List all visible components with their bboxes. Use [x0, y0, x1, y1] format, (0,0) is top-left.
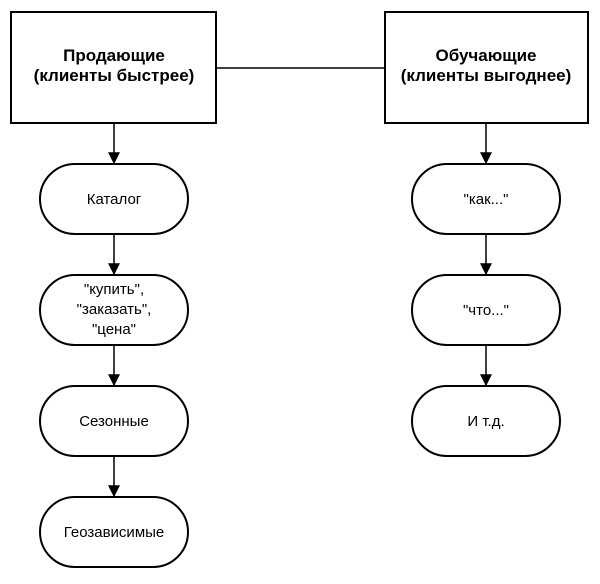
right-item-how-label: "как..." — [464, 191, 509, 208]
left-item-buy-order-price: "купить", "заказать", "цена" — [39, 274, 189, 346]
left-item-catalog: Каталог — [39, 163, 189, 235]
right-header-box: Обучающие (клиенты выгоднее) — [384, 11, 589, 124]
right-item-etc: И т.д. — [411, 385, 561, 457]
right-header-line-1: Обучающие — [435, 46, 536, 65]
right-item-etc-label: И т.д. — [467, 413, 504, 430]
left-column: Продающие (клиенты быстрее) Каталог "куп… — [10, 11, 217, 568]
left-header-line-2: (клиенты быстрее) — [34, 66, 195, 85]
right-item-what-label: "что..." — [463, 302, 509, 319]
right-column: Обучающие (клиенты выгоднее) "как..." "ч… — [384, 11, 589, 457]
right-item-what: "что..." — [411, 274, 561, 346]
left-item-geodependent-label: Геозависимые — [64, 524, 165, 541]
left-item-seasonal: Сезонные — [39, 385, 189, 457]
left-item-buy-label: "купить", — [84, 281, 144, 298]
left-header-box: Продающие (клиенты быстрее) — [10, 11, 217, 124]
left-item-seasonal-label: Сезонные — [79, 413, 149, 430]
left-item-price-label: "цена" — [92, 321, 136, 338]
left-header-line-1: Продающие — [63, 46, 165, 65]
right-header-line-2: (клиенты выгоднее) — [401, 66, 572, 85]
left-item-order-label: "заказать", — [77, 301, 152, 318]
right-item-how: "как..." — [411, 163, 561, 235]
left-item-geodependent: Геозависимые — [39, 496, 189, 568]
left-item-catalog-label: Каталог — [87, 191, 142, 208]
